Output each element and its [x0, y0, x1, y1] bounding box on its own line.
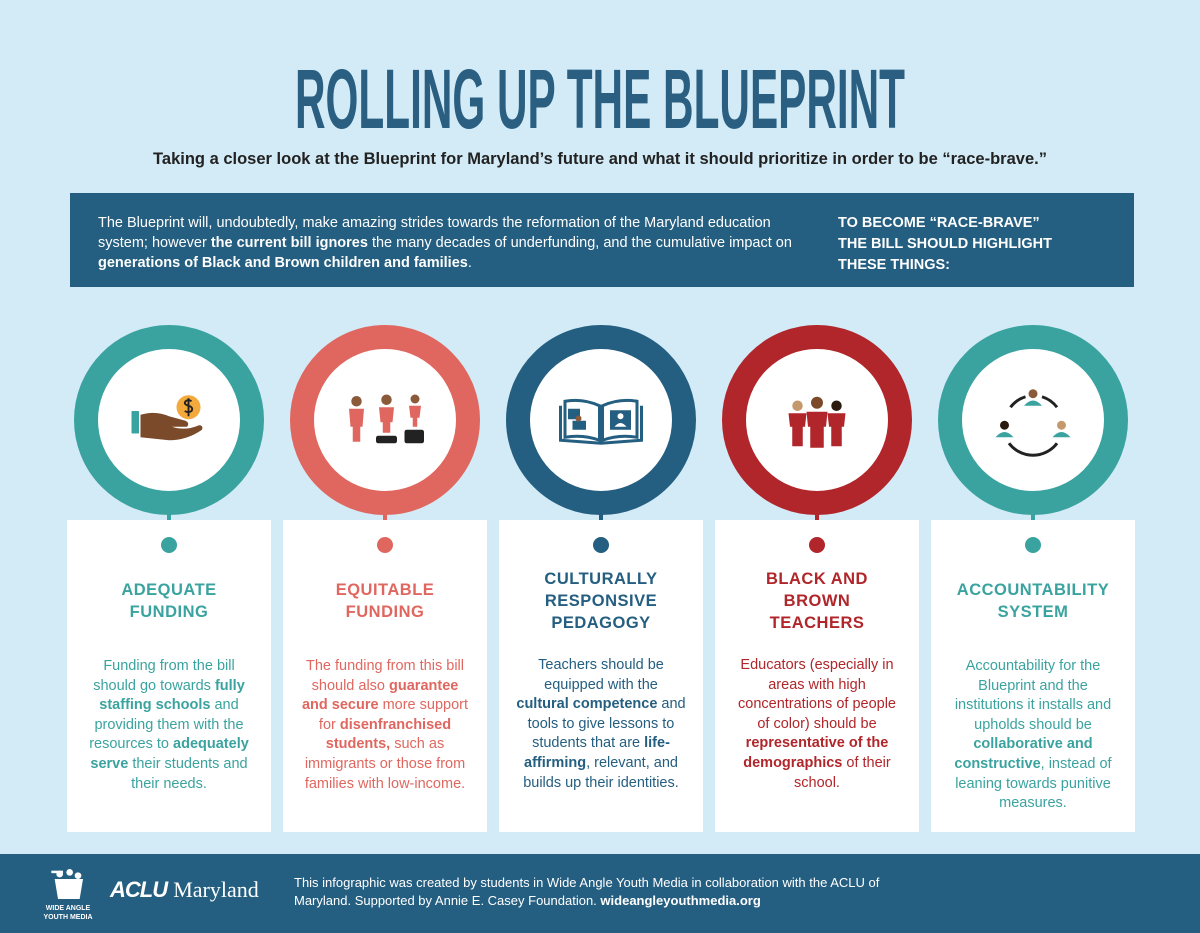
connector-dot [1025, 537, 1041, 553]
card-title-line: BROWN [783, 592, 851, 610]
youth-group-logo-icon [51, 869, 83, 899]
card-body: Accountability for the Blueprint and the… [948, 657, 1118, 814]
emphasis-text: disenfranchised students, [325, 716, 452, 753]
text-segment: This infographic was created by students… [294, 875, 880, 908]
intro-call-to-action: TO BECOME “RACE-BRAVE” THE BILL SHOULD H… [838, 215, 1053, 273]
text-segment: Taking a closer look at the Blueprint fo… [153, 150, 943, 168]
card-title-line: BLACK AND [766, 570, 868, 588]
text-segment: more support for [318, 697, 469, 733]
text-segment: Accountability for the Blueprint and the… [954, 658, 1112, 733]
icon-circle [938, 325, 1128, 515]
intro-text: The Blueprint will, undoubtedly, make am… [98, 213, 798, 273]
aclu-maryland-logo: ACLU Maryland [110, 877, 259, 902]
text-segment: The Blueprint will, undoubtedly, make am… [98, 215, 771, 251]
open-book-icon [559, 398, 643, 445]
connector-dot [161, 537, 177, 553]
text-segment: their students and their needs. [128, 755, 248, 792]
page-title-wrap: ROLLING UP THE BLUEPRINT [290, 58, 910, 138]
hand-coin-icon [131, 395, 203, 441]
card-body: Teachers should be equipped with the cul… [516, 656, 686, 793]
icon-circle [506, 325, 696, 515]
connector-dot [593, 537, 609, 553]
card-body: The funding from this bill should also g… [300, 657, 470, 794]
footer: WIDE ANGLE YOUTH MEDIA ACLU Maryland Thi… [0, 854, 1200, 933]
card-title: EQUITABLE FUNDING [283, 579, 487, 623]
icon-circle [74, 325, 264, 515]
priority-card: ACCOUNTABILITY SYSTEM Accountability for … [931, 520, 1135, 832]
emphasis-text: fully staffing schools [99, 677, 245, 714]
priority-card: EQUITABLE FUNDING The funding from this b… [283, 520, 487, 832]
wide-angle-youth-media-wordmark: WIDE ANGLE YOUTH MEDIA [43, 905, 93, 921]
card-title: ACCOUNTABILITY SYSTEM [931, 579, 1135, 623]
card-title: CULTURALLY RESPONSIVE PEDAGOGY [499, 568, 703, 634]
page-title: ROLLING UP THE BLUEPRINT [295, 58, 905, 138]
text-segment: Educators (especially in areas with high… [738, 657, 896, 732]
card-title-line: FUNDING [129, 603, 209, 621]
text-segment: the many decades of underfunding, and th… [367, 235, 792, 251]
text-segment: , instead of leaning towards punitive me… [955, 755, 1112, 812]
icon-circle [722, 325, 912, 515]
connector-dot [377, 537, 393, 553]
teachers-group-icon [788, 396, 846, 448]
emphasis-text: adequately serve [90, 736, 249, 772]
priority-card: CULTURALLY RESPONSIVE PEDAGOGY Teachers sh… [499, 520, 703, 832]
emphasis-text: wideangleyouthmedia.org [600, 893, 761, 908]
text-segment: and providing them with the resources to [89, 697, 244, 753]
accountability-cycle-icon [995, 389, 1071, 457]
card-title-line: PEDAGOGY [551, 614, 651, 632]
text-segment: . [467, 255, 472, 271]
text-segment: such as immigrants or those from familie… [304, 736, 466, 792]
card-title: BLACK AND BROWN TEACHERS [715, 568, 919, 634]
card-title-line: CULTURALLY [544, 570, 658, 588]
connector-dot [809, 537, 825, 553]
text-segment: Teachers should be equipped with the [538, 657, 664, 693]
subtitle: Taking a closer look at the Blueprint fo… [0, 149, 1200, 169]
priority-card: ADEQUATE FUNDING Funding from the bill sh… [67, 520, 271, 832]
priority-card: BLACK AND BROWN TEACHERS Educators (especi… [715, 520, 919, 832]
text-segment: Funding from the bill should go towards [93, 658, 235, 694]
card-body: Educators (especially in areas with high… [732, 656, 902, 793]
wide-angle-youth-media-logo: WIDE ANGLE YOUTH MEDIA [40, 864, 96, 926]
emphasis-text: life-affirming [524, 735, 670, 771]
card-body: Funding from the bill should go towards … [84, 657, 254, 794]
emphasis-text: cultural competence [516, 696, 658, 713]
card-title: ADEQUATE FUNDING [67, 579, 271, 623]
emphasis-text: generations of Black and Brown children … [98, 255, 468, 271]
emphasis-text: “race-brave.” [942, 150, 1047, 168]
text-segment: of their school. [794, 754, 891, 791]
text-segment: The funding from this bill should also [306, 658, 464, 694]
card-title-line: ADEQUATE [121, 581, 217, 599]
card-title-line: SYSTEM [997, 603, 1069, 621]
footer-credits: This infographic was created by students… [294, 874, 914, 910]
card-title-line: EQUITABLE [335, 581, 435, 599]
card-title-line: RESPONSIVE [544, 592, 658, 610]
intro-banner: The Blueprint will, undoubtedly, make am… [70, 193, 1134, 287]
emphasis-text: representative of the demographics [743, 735, 889, 771]
card-title-line: ACCOUNTABILITY [956, 581, 1110, 599]
card-title-line: TEACHERS [769, 614, 865, 632]
emphasis-text: the current bill ignores [210, 235, 368, 251]
equity-people-icon [349, 394, 424, 444]
emphasis-text: collaborative and constructive [954, 736, 1093, 772]
emphasis-text: guarantee and secure [301, 677, 459, 714]
icon-circle [290, 325, 480, 515]
card-title-line: FUNDING [345, 603, 425, 621]
text-segment: and tools to give lessons to students th… [527, 696, 686, 752]
text-segment: , relevant, and builds up their identiti… [523, 754, 679, 791]
